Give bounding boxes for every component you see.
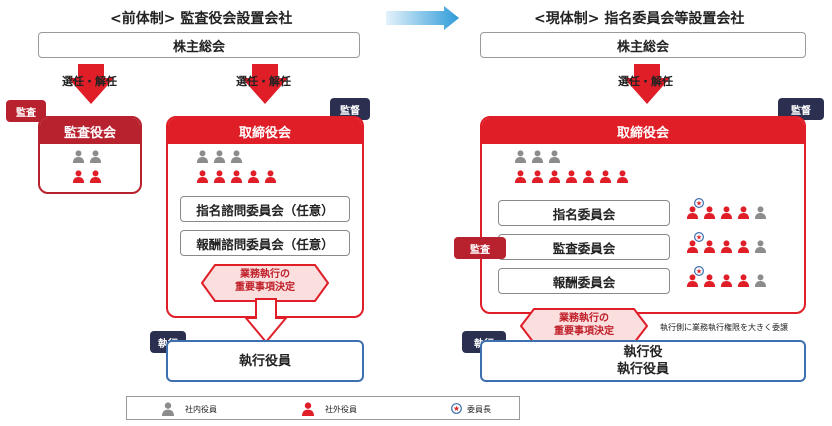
internal-director-icon <box>213 150 226 163</box>
external-director-icon <box>247 170 260 183</box>
right-board-title: 取締役会 <box>482 118 804 144</box>
left-key-decisions-label: 業務執行の 重要事項決定 <box>201 268 329 294</box>
external-director-icon <box>616 170 629 183</box>
internal-director-icon <box>754 240 767 253</box>
right-executive-label-1: 執行役 <box>623 345 663 360</box>
legend-chair-label: 委員長 <box>467 405 491 414</box>
legend-internal-label: 社内役員 <box>185 405 217 414</box>
legend-external-label: 社外役員 <box>325 405 357 414</box>
right-shareholders-meeting: 株主総会 <box>480 32 806 58</box>
external-director-icon <box>230 170 243 183</box>
left-supervise-tag: 監督 <box>330 98 370 120</box>
left-delegation-arrow <box>244 298 288 344</box>
chair-star-icon: ★ <box>694 232 704 242</box>
internal-director-icon <box>72 150 85 163</box>
left-title: <前体制> 監査役会設置会社 <box>110 11 293 27</box>
external-director-icon <box>548 170 561 183</box>
right-board-internal-row <box>514 150 561 163</box>
internal-director-icon <box>230 150 243 163</box>
chair-star-icon: ★ <box>694 266 704 276</box>
left-nomination-advisory-committee: 指名諮問委員会（任意） <box>180 196 350 222</box>
left-key-decisions-shape <box>201 264 329 302</box>
external-director-icon <box>213 170 226 183</box>
right-compensation-committee: 報酬委員会 <box>498 268 670 294</box>
external-director-icon <box>737 240 750 253</box>
right-elect-label: 選任・解任 <box>618 75 673 88</box>
external-director-icon <box>720 206 733 219</box>
right-supervise-tag: 監督 <box>778 98 824 120</box>
external-director-icon <box>565 170 578 183</box>
internal-director-icon <box>89 150 102 163</box>
left-elect-label-board: 選任・解任 <box>236 75 291 88</box>
delegation-note: 執行側に業務執行権限を大きく委譲 <box>660 323 788 332</box>
svg-text:★: ★ <box>696 200 702 208</box>
legend: 社内役員 社外役員 ★ 委員長 <box>126 396 520 420</box>
legend-external-icon <box>301 402 315 416</box>
right-title: <現体制> 指名委員会等設置会社 <box>534 11 745 27</box>
left-board-internal-row <box>196 150 243 163</box>
external-director-icon <box>703 206 716 219</box>
left-elect-label-audit: 選任・解任 <box>62 75 117 88</box>
external-director-icon <box>720 240 733 253</box>
right-key-decisions-line2: 重要事項決定 <box>554 326 614 337</box>
external-director-icon <box>737 206 750 219</box>
right-board-external-row <box>514 170 629 183</box>
external-director-icon <box>89 170 102 183</box>
left-audit-board: 監査役会 <box>38 116 142 194</box>
external-director-icon <box>703 274 716 287</box>
right-executive-label-2: 執行役員 <box>616 362 669 377</box>
transition-arrow <box>386 6 459 30</box>
right-audit-tag: 監査 <box>454 237 506 259</box>
left-executive-officers-label: 執行役員 <box>238 353 291 369</box>
svg-text:★: ★ <box>453 404 460 413</box>
legend-chair-icon: ★ <box>451 403 462 414</box>
external-director-icon <box>582 170 595 183</box>
svg-text:★: ★ <box>696 268 702 276</box>
left-executive-officers-box: 執行役員 <box>166 340 364 382</box>
left-audit-external-row <box>72 170 102 183</box>
right-key-decisions-label: 業務執行の 重要事項決定 <box>520 312 648 338</box>
left-audit-elect-arrow <box>68 64 114 104</box>
internal-director-icon <box>754 274 767 287</box>
internal-director-icon <box>531 150 544 163</box>
right-nomination-committee: 指名委員会 <box>498 200 670 226</box>
right-board-elect-arrow <box>624 64 670 104</box>
left-audit-tag: 監査 <box>6 100 46 122</box>
left-board-elect-arrow <box>242 64 288 104</box>
external-director-icon <box>703 240 716 253</box>
internal-director-icon <box>514 150 527 163</box>
external-director-icon <box>599 170 612 183</box>
left-audit-board-title: 監査役会 <box>40 118 140 144</box>
left-audit-internal-row <box>72 150 102 163</box>
legend-internal-icon <box>161 402 175 416</box>
internal-director-icon <box>196 150 209 163</box>
right-executives-box: 執行役 執行役員 <box>480 340 806 382</box>
chair-star-icon: ★ <box>694 198 704 208</box>
left-board-title: 取締役会 <box>168 118 362 144</box>
svg-text:★: ★ <box>696 234 702 242</box>
left-board-external-row <box>196 170 277 183</box>
left-shareholders-meeting: 株主総会 <box>38 32 360 58</box>
external-director-icon <box>196 170 209 183</box>
left-key-decisions-line1: 業務執行の <box>240 269 290 280</box>
internal-director-icon <box>754 206 767 219</box>
left-compensation-advisory-committee: 報酬諮問委員会（任意） <box>180 230 350 256</box>
left-key-decisions-line2: 重要事項決定 <box>235 282 295 293</box>
external-director-icon <box>72 170 85 183</box>
external-director-icon <box>737 274 750 287</box>
internal-director-icon <box>548 150 561 163</box>
external-director-icon <box>720 274 733 287</box>
right-key-decisions-line1: 業務執行の <box>559 313 609 324</box>
external-director-icon <box>531 170 544 183</box>
external-director-icon <box>514 170 527 183</box>
external-director-icon <box>264 170 277 183</box>
right-audit-committee: 監査委員会 <box>498 234 670 260</box>
